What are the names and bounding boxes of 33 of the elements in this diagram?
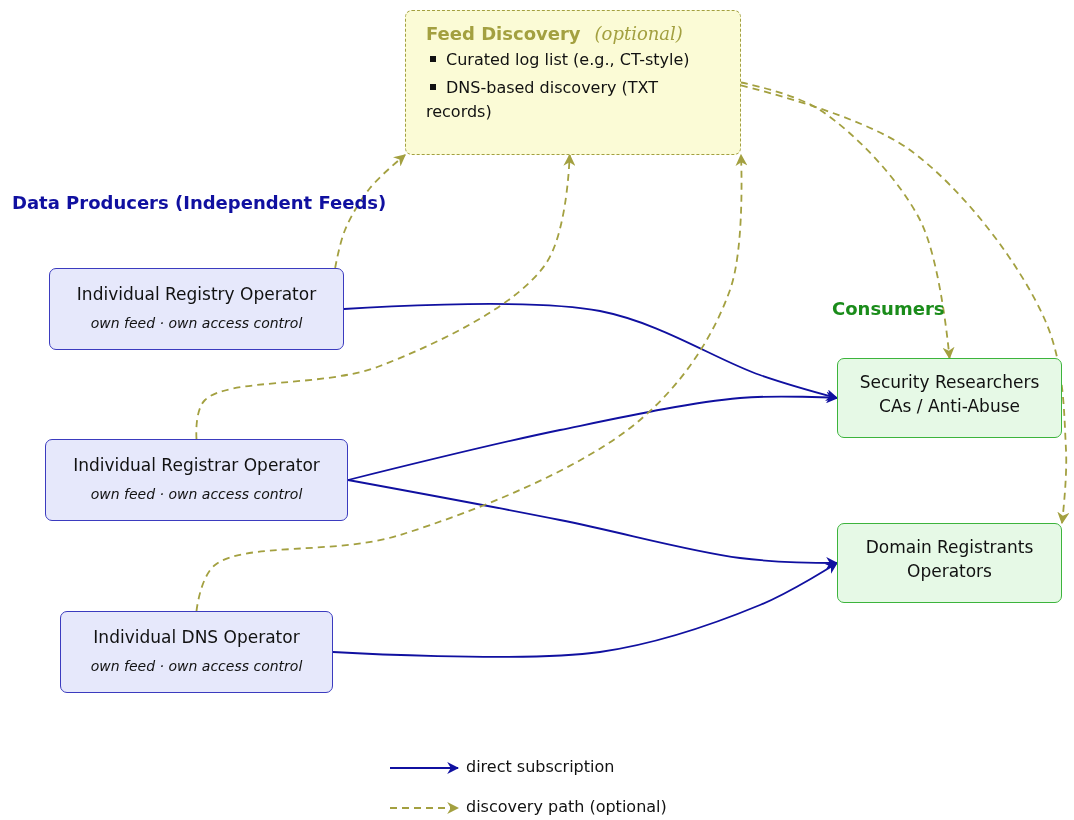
arrow — [347, 391, 839, 481]
arrow — [332, 562, 838, 658]
producer-box — [45, 439, 348, 521]
node-label: Operators — [906, 559, 993, 583]
node-subtitle: own feed · own access control — [90, 657, 303, 674]
node-subtitle: own feed · own access control — [90, 485, 303, 502]
optional-note: (optional) — [594, 23, 683, 44]
consumer-box — [837, 523, 1062, 603]
node-label: Individual DNS Operator — [92, 626, 301, 649]
consumer-box — [837, 358, 1062, 438]
dashed-arrow — [740, 84, 1070, 525]
dashed-arrow — [740, 81, 955, 360]
legend-label: direct subscription — [466, 757, 615, 776]
dashed-panel — [405, 10, 741, 155]
node-label: Domain Registrants — [864, 536, 1035, 559]
legend-label: discovery path (optional) — [466, 797, 667, 816]
node-label: Individual Registry Operator — [75, 283, 318, 306]
panel-title: Feed Discovery — [426, 23, 581, 44]
arrow — [343, 303, 839, 401]
producer-box — [60, 611, 333, 693]
producer-box — [49, 268, 344, 350]
dashed-arrow — [195, 153, 748, 612]
dashed-arrow — [334, 154, 406, 269]
bullet-item: Curated log list (e.g., CT-style) — [426, 48, 720, 72]
group-heading: Data Producers (Independent Feeds) — [12, 192, 387, 213]
dashed-arrow — [195, 153, 576, 440]
node-label: Individual Registrar Operator — [72, 454, 321, 477]
node-label: Security Researchers — [858, 371, 1041, 394]
group-heading: Consumers — [832, 298, 945, 319]
node-subtitle: own feed · own access control — [90, 314, 303, 331]
arrow — [347, 479, 839, 569]
node-label: CAs / Anti-Abuse — [878, 394, 1021, 418]
bullet-item: DNS-based discovery (TXT records) — [426, 76, 720, 124]
